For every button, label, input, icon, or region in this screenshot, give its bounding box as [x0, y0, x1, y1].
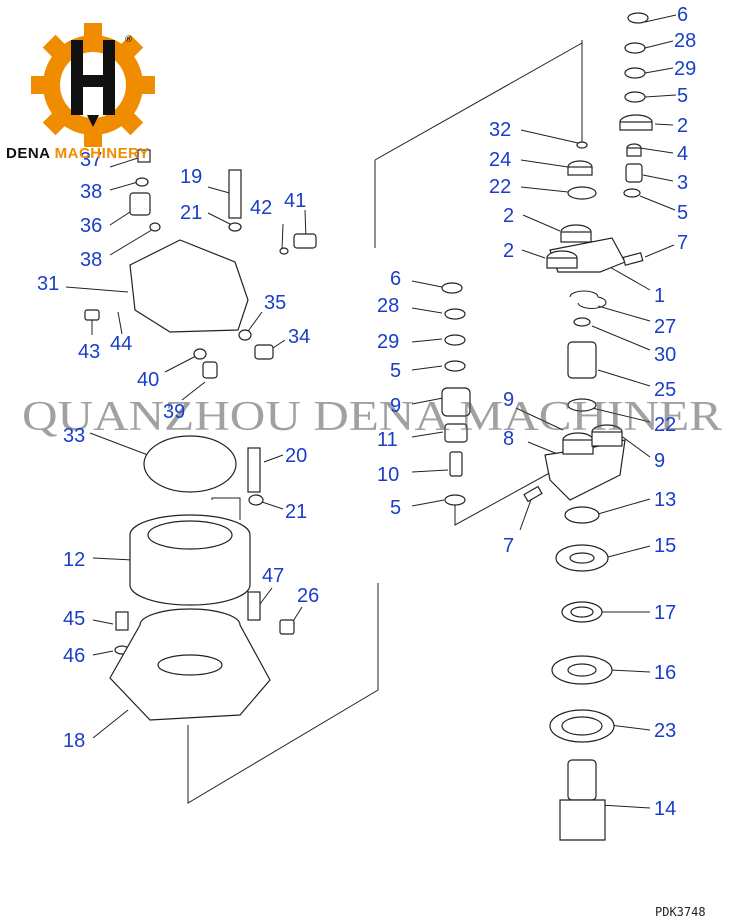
label: 21 — [285, 501, 307, 523]
label: 30 — [654, 344, 676, 366]
label: 27 — [654, 316, 676, 338]
leader-lines — [65, 14, 677, 809]
label: 14 — [654, 798, 676, 820]
label: 22 — [489, 176, 511, 198]
label: 42 — [250, 197, 272, 219]
brand-suffix: MACHINERY — [54, 145, 150, 162]
label: 2 — [503, 205, 514, 227]
label: 43 — [78, 341, 100, 363]
left-column-parts — [84, 149, 317, 721]
label: 46 — [63, 645, 85, 667]
middle-column-parts — [441, 282, 471, 506]
label: 44 — [110, 333, 132, 355]
label: 4 — [677, 143, 688, 165]
label: 40 — [137, 369, 159, 391]
label: 7 — [503, 535, 514, 557]
label: 22 — [654, 414, 676, 436]
label: 25 — [654, 379, 676, 401]
label: 5 — [390, 497, 401, 519]
assembly-frame — [187, 40, 583, 804]
label: 5 — [677, 202, 688, 224]
dena-logo: ® — [31, 23, 155, 147]
label: 13 — [654, 489, 676, 511]
label: 20 — [285, 445, 307, 467]
watermark: QUANZHOU DENA MACHINER — [22, 394, 722, 440]
label: 9 — [654, 450, 665, 472]
label: 18 — [63, 730, 85, 752]
label: 37 — [80, 149, 102, 171]
label: 21 — [180, 202, 202, 224]
label: 28 — [377, 295, 399, 317]
right-column-parts — [523, 12, 653, 841]
brand-name: DENA MACHINERY — [6, 145, 149, 162]
label: 23 — [654, 720, 676, 742]
label: 5 — [390, 360, 401, 382]
label: 32 — [489, 119, 511, 141]
label: 29 — [674, 58, 696, 80]
label: 5 — [677, 85, 688, 107]
document-id: PDK3748 — [655, 905, 706, 919]
label: 41 — [284, 190, 306, 212]
label: 34 — [288, 326, 310, 348]
label: 9 — [503, 389, 514, 411]
label: 47 — [262, 565, 284, 587]
label: 11 — [377, 429, 398, 451]
label: 8 — [503, 428, 514, 450]
label: 29 — [377, 331, 399, 353]
label: 35 — [264, 292, 286, 314]
label: 6 — [390, 268, 401, 290]
label: 1 — [654, 285, 665, 307]
label: 3 — [677, 172, 688, 194]
label: 38 — [80, 249, 102, 271]
label: 45 — [63, 608, 85, 630]
label: 17 — [654, 602, 676, 624]
label: 10 — [377, 464, 399, 486]
label: 26 — [297, 585, 319, 607]
label: 7 — [677, 232, 688, 254]
svg-text:®: ® — [124, 35, 133, 45]
label: 6 — [677, 4, 688, 26]
label: 24 — [489, 149, 511, 171]
label: 16 — [654, 662, 676, 684]
label: 38 — [80, 181, 102, 203]
label: 2 — [677, 115, 688, 137]
label: 2 — [503, 240, 514, 262]
label: 33 — [63, 425, 85, 447]
label: 12 — [63, 549, 85, 571]
label: 15 — [654, 535, 676, 557]
label: 28 — [674, 30, 696, 52]
label: 31 — [37, 273, 59, 295]
brand-prefix: DENA — [6, 145, 55, 162]
label: 9 — [390, 395, 401, 417]
label: 36 — [80, 215, 102, 237]
label: 39 — [163, 401, 185, 423]
label: 19 — [180, 166, 202, 188]
part-labels: 6 28 29 5 2 4 3 5 32 24 22 2 2 7 1 27 30… — [37, 4, 696, 820]
